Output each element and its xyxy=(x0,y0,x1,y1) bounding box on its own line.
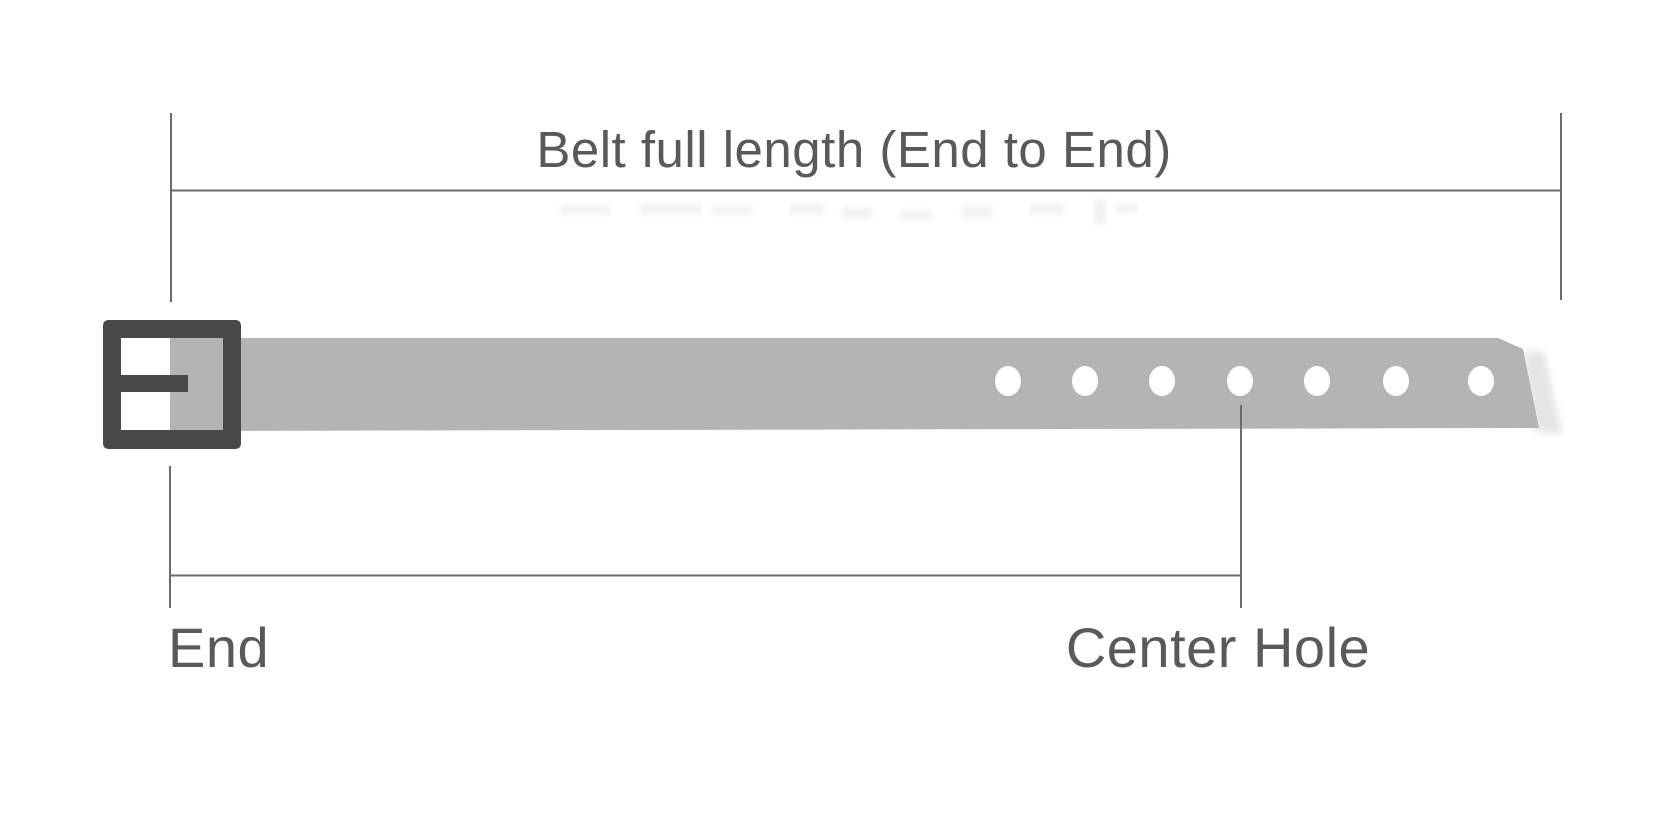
belt-strap xyxy=(170,338,1539,431)
belt-hole xyxy=(1149,366,1175,396)
buckle-frame xyxy=(103,320,241,449)
belt-holes xyxy=(995,366,1494,396)
belt-hole xyxy=(1468,366,1494,396)
belt-hole xyxy=(1383,366,1409,396)
belt-hole xyxy=(1304,366,1330,396)
belt-hole xyxy=(1072,366,1098,396)
top-measurement xyxy=(170,113,1562,302)
belt-hole xyxy=(1227,366,1253,396)
buckle-prong xyxy=(121,375,188,392)
belt xyxy=(103,320,1539,449)
ghost-smudges xyxy=(560,200,1138,224)
end-label: End xyxy=(168,616,270,679)
bottom-measurement xyxy=(169,405,1242,608)
belt-hole xyxy=(995,366,1021,396)
center-hole-label: Center Hole xyxy=(1065,616,1371,679)
diagram-title: Belt full length (End to End) xyxy=(536,121,1172,178)
